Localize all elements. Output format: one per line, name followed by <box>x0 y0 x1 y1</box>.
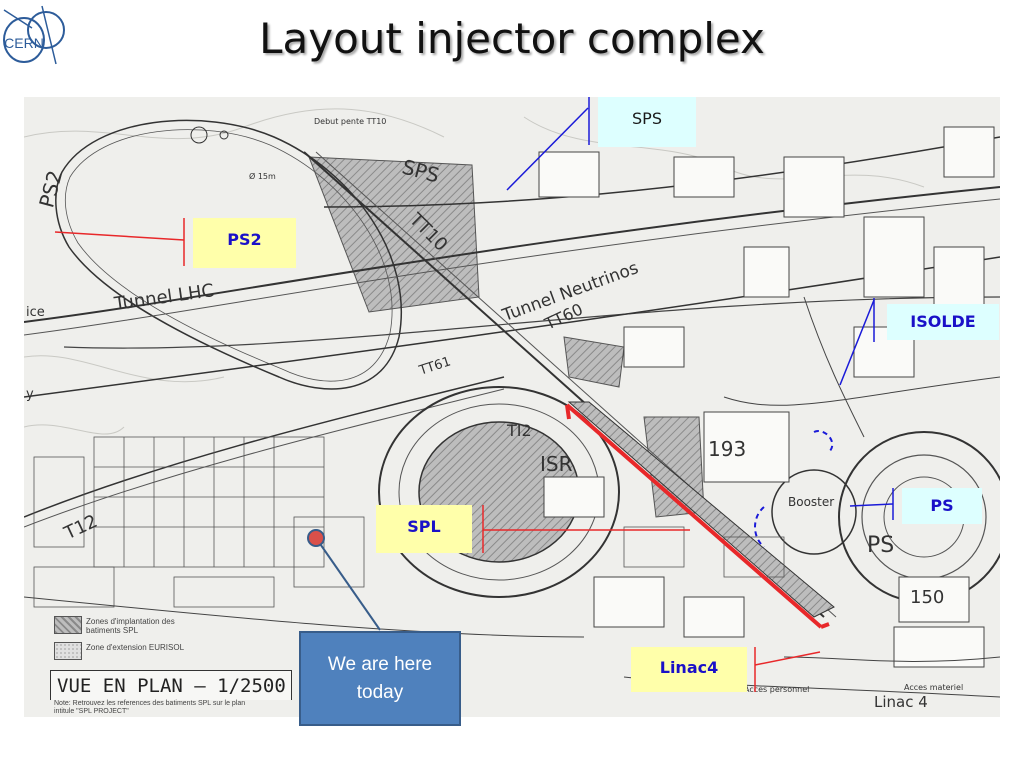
map-ti2-text: TI2 <box>507 421 532 440</box>
map-booster-text: Booster <box>788 495 835 509</box>
cern-logo: CERN <box>2 2 70 70</box>
legend-eurisol-text: Zone d'extension EURISOL <box>86 643 185 652</box>
map-y-text: y <box>26 387 34 402</box>
label-isolde: ISOLDE <box>887 304 999 340</box>
logo-text: CERN <box>4 35 44 51</box>
map-legend: Zones d'implantation des batiments SPL Z… <box>50 612 300 722</box>
map-phi15-text: Ø 15m <box>249 172 276 181</box>
label-linac4: Linac4 <box>631 647 747 692</box>
legend-swatch-spl <box>54 616 82 634</box>
map-linac4-text: Linac 4 <box>874 693 928 711</box>
label-spl: SPL <box>376 505 472 553</box>
legend-spl-text: Zones d'implantation des batiments SPL <box>86 617 175 635</box>
site-map: PS2 SPS TT10 Tunnel LHC Tunnel Neutrinos… <box>24 97 1000 717</box>
map-193-text: 193 <box>708 437 747 461</box>
plan-scale-title: VUE EN PLAN – 1/2500 <box>50 670 292 700</box>
plan-note: Note: Retrouvez les references des batim… <box>54 700 246 715</box>
label-ps: PS <box>902 488 982 524</box>
map-drawing <box>24 108 1000 698</box>
map-debut-pente-text: Debut pente TT10 <box>314 117 387 126</box>
map-acces-personnel-text: Acces personnel <box>744 685 810 694</box>
legend-swatch-eurisol <box>54 642 82 660</box>
map-150-text: 150 <box>910 587 945 608</box>
slide-title: Layout injector complex <box>259 14 765 63</box>
map-ice-text: ice <box>26 305 45 320</box>
label-ps2: PS2 <box>193 218 296 268</box>
we-are-here-callout: We are here today <box>299 631 461 726</box>
map-isr-text: ISR <box>540 452 573 476</box>
map-acces-materiel-text: Acces materiel <box>904 683 964 692</box>
label-sps: SPS <box>598 97 696 147</box>
map-ps-ring-text: PS <box>867 533 895 558</box>
